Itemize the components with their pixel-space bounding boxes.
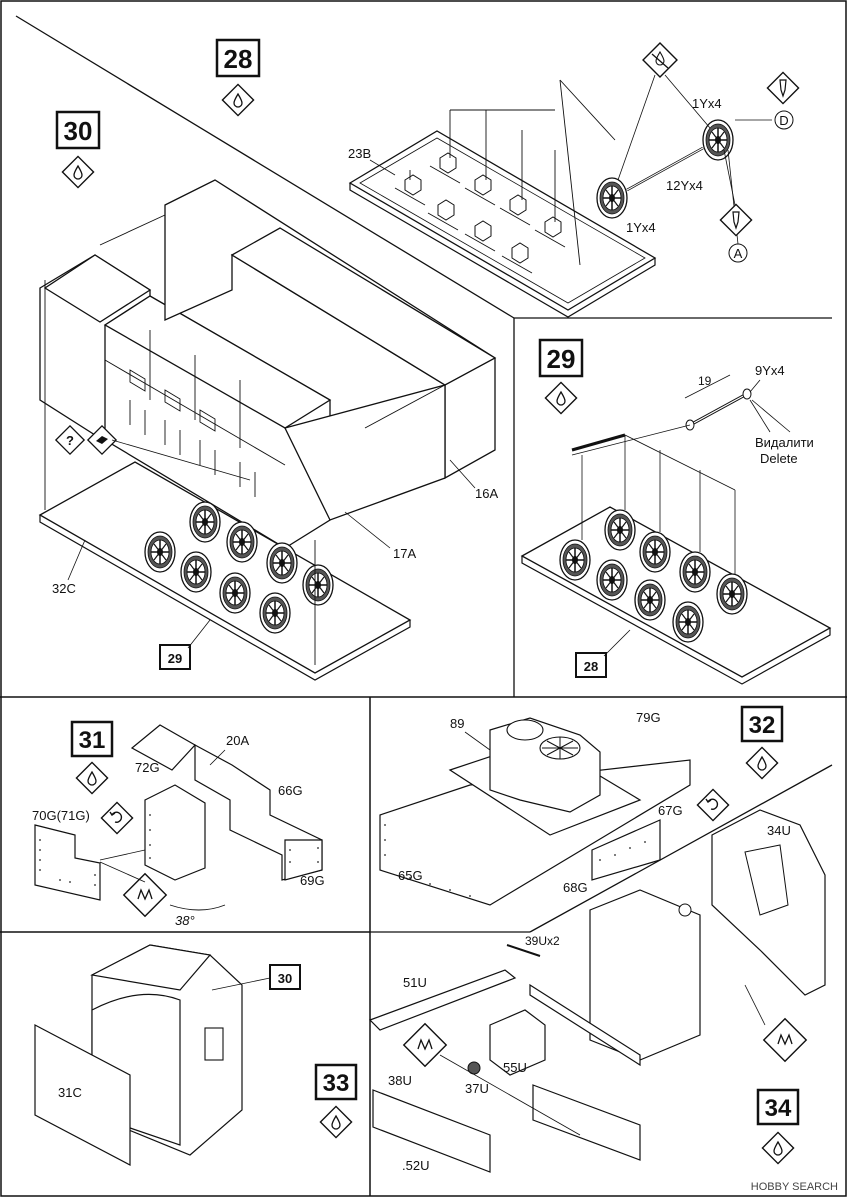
no-glue-icon [642, 42, 678, 78]
step-32-badge [740, 705, 784, 743]
step-33-badge [314, 1063, 358, 1101]
glue-icon [761, 1131, 795, 1165]
label-38u: 38U [388, 1073, 412, 1088]
step28-divider [15, 15, 515, 319]
step-28-number: 28 [224, 44, 253, 74]
glue-icon [319, 1105, 353, 1139]
flip-icon [696, 788, 730, 822]
step-34-badge [756, 1088, 800, 1126]
label-16a: 16A [475, 486, 498, 501]
ref-28: 28 [584, 659, 598, 674]
step-31: 31 20A 72G 66G 69G 70G(71G) 38° [32, 720, 325, 928]
step-29: 29 19 9Yx4 Видалити Delete [520, 338, 832, 685]
paint-icon [86, 424, 118, 456]
step-33-number: 33 [323, 1070, 350, 1097]
wheel [679, 551, 711, 593]
step-32: 32 89 79G 67G 65G 68G [379, 705, 784, 906]
label-66g: 66G [278, 783, 303, 798]
label-68g: 68G [563, 880, 588, 895]
label-20a: 20A [226, 733, 249, 748]
label-31c: 31C [58, 1085, 82, 1100]
ref-29: 29 [168, 651, 182, 666]
step-28-badge [215, 38, 261, 78]
wheel [144, 531, 176, 573]
label-9y: 9Yx4 [755, 363, 785, 378]
question-icon: ? [54, 424, 86, 456]
label-39u: 39Ux2 [525, 934, 560, 948]
glue-icon [75, 761, 109, 795]
wheel [634, 579, 666, 621]
label-12y: 12Yx4 [666, 178, 703, 193]
step-30-badge [55, 110, 101, 150]
wheel [559, 539, 591, 581]
label-1y-bot: 1Yx4 [626, 220, 656, 235]
label-55u: 55U [503, 1060, 527, 1075]
flip-icon [100, 801, 134, 835]
label-34u: 34U [767, 823, 791, 838]
step-29-number: 29 [547, 344, 576, 374]
step-33: 33 31C 30 [34, 944, 358, 1166]
cut-icon [123, 873, 167, 917]
marker-d: D [779, 113, 788, 128]
label-67g: 67G [658, 803, 683, 818]
label-70g: 70G(71G) [32, 808, 90, 823]
step-32-number: 32 [749, 712, 776, 739]
step-31-number: 31 [79, 727, 106, 754]
glue-icon [745, 746, 779, 780]
label-delete-en: Delete [760, 451, 798, 466]
label-37u: 37U [465, 1081, 489, 1096]
wheel [259, 592, 291, 634]
wheel [604, 509, 636, 551]
label-65g: 65G [398, 868, 423, 883]
cut-icon [763, 1018, 807, 1062]
knife-icon [766, 71, 800, 105]
ref-badge-30 [269, 964, 301, 990]
label-32c: 32C [52, 581, 76, 596]
knife-icon [719, 203, 753, 237]
ref-30: 30 [278, 971, 292, 986]
svg-text:?: ? [66, 433, 74, 448]
wheel [716, 573, 748, 615]
ref-badge-28 [575, 652, 607, 678]
marker-a: A [734, 246, 743, 261]
step-30: 30 [38, 110, 498, 681]
wheel [596, 559, 628, 601]
wheel [302, 564, 334, 606]
label-angle-38: 38° [175, 913, 195, 928]
wheel [266, 542, 298, 584]
wheel-front [596, 177, 628, 219]
watermark: HOBBY SEARCH [751, 1181, 838, 1193]
label-23b: 23B [348, 146, 371, 161]
step-30-number: 30 [64, 116, 93, 146]
label-89: 89 [450, 716, 464, 731]
wheel [219, 572, 251, 614]
step-31-badge [70, 720, 114, 758]
glue-icon [61, 155, 95, 189]
wheel [639, 531, 671, 573]
step-29-badge [538, 338, 584, 378]
label-79g: 79G [636, 710, 661, 725]
wheel [672, 601, 704, 643]
label-17a: 17A [393, 546, 416, 561]
cut-icon [403, 1023, 447, 1067]
wheel [226, 521, 258, 563]
ref-badge-29 [159, 644, 191, 670]
label-51u: 51U [403, 975, 427, 990]
label-52u: .52U [402, 1158, 429, 1173]
glue-icon [544, 381, 578, 415]
step-28: 28 23B [215, 38, 800, 318]
step-34: 34 34U 39Ux2 51U 55U 37U 38U .52U [368, 809, 826, 1173]
label-delete-ua: Видалити [755, 435, 814, 450]
wheel [180, 551, 212, 593]
step-34-number: 34 [765, 1095, 792, 1122]
label-69g: 69G [300, 873, 325, 888]
label-dim-19: 19 [698, 374, 712, 388]
wheel [189, 501, 221, 543]
glue-icon [221, 83, 255, 117]
label-1y-top: 1Yx4 [692, 96, 722, 111]
label-72g: 72G [135, 760, 160, 775]
